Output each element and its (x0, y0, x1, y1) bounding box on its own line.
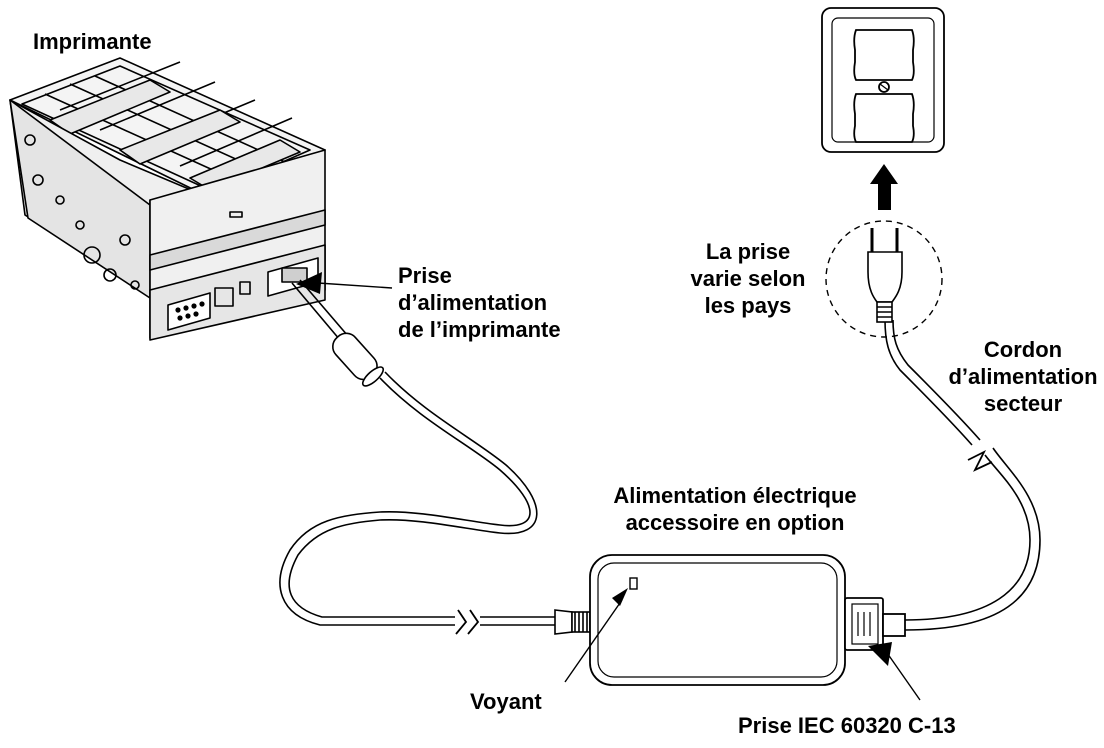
mains-cord-label: Cordon d’alimentation secteur (944, 336, 1102, 417)
dc-plug (554, 609, 591, 635)
printer-illustration (9, 57, 326, 341)
power-supply-brick (589, 554, 906, 686)
mains-cable (884, 319, 1041, 631)
power-supply-label: Alimentation électrique accessoire en op… (580, 482, 890, 536)
printer-socket-line-2: d’alimentation (398, 290, 548, 315)
plug-varies-line-1: La prise (705, 239, 791, 264)
dc-cable (279, 279, 555, 635)
printer-socket-line-3: de l’imprimante (398, 317, 561, 342)
printer-label: Imprimante (33, 29, 152, 54)
arrowheads (296, 272, 892, 666)
mains-cord-line-3: secteur (983, 391, 1063, 416)
indicator-label: Voyant (470, 689, 542, 714)
mains-cord-line-2: d’alimentation (948, 364, 1098, 389)
plug-varies-line-3: les pays (704, 293, 792, 318)
power-supply-line-2: accessoire en option (625, 510, 845, 535)
printer-socket-label: Prise d’alimentation de l’imprimante (398, 262, 561, 343)
iec-socket-label: Prise IEC 60320 C-13 (738, 713, 956, 738)
indicator-led (629, 577, 638, 590)
plug-varies-label: La prise varie selon les pays (668, 238, 828, 319)
plug-varies-line-2: varie selon (690, 266, 806, 291)
mains-cord-line-1: Cordon (983, 337, 1063, 362)
leader-lines (317, 282, 921, 701)
wall-outlet-icon (821, 7, 945, 153)
plug-detail (825, 220, 943, 338)
power-supply-line-1: Alimentation électrique (613, 483, 857, 508)
up-arrow-icon (870, 164, 898, 210)
printer-socket-line-1: Prise (398, 263, 452, 288)
